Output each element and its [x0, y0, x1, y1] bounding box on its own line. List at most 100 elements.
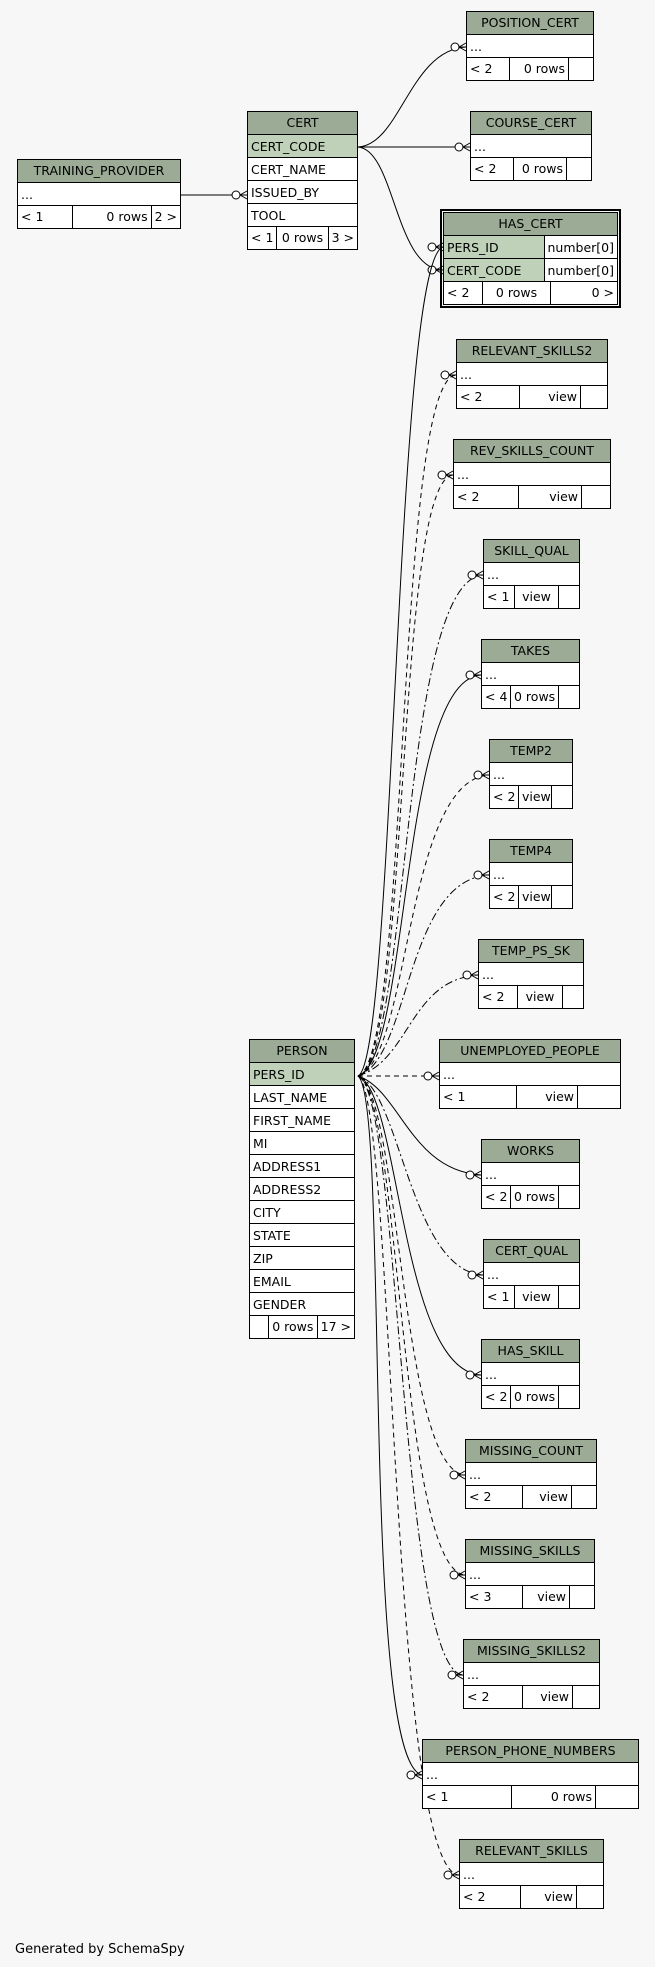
- edge-person-missing-skills2: [357, 1075, 464, 1676]
- row-count: 0 rows: [277, 227, 329, 249]
- parent-count[interactable]: < 1: [484, 1286, 515, 1308]
- table-person-phone-numbers[interactable]: PERSON_PHONE_NUMBERS ... < 1 0 rows: [422, 1739, 639, 1809]
- child-count[interactable]: [572, 1486, 596, 1508]
- parent-count[interactable]: < 2: [482, 1186, 511, 1208]
- edge-person-missing-count: [357, 1075, 466, 1476]
- parent-count[interactable]: < 4: [482, 686, 511, 708]
- column-row: CERT_NAME: [248, 158, 357, 181]
- table-title: RELEVANT_SKILLS: [460, 1840, 603, 1863]
- child-count[interactable]: [578, 1086, 620, 1108]
- child-count[interactable]: [581, 386, 607, 408]
- parent-count[interactable]: < 2: [454, 486, 519, 508]
- table-missing-skills[interactable]: MISSING_SKILLS ... < 3 view: [465, 1539, 595, 1609]
- parent-count[interactable]: < 1: [484, 586, 515, 608]
- column-row: ...: [482, 1163, 579, 1186]
- table-works[interactable]: WORKS ... < 2 0 rows: [481, 1139, 580, 1209]
- child-count[interactable]: 2 >: [154, 209, 177, 224]
- child-count[interactable]: [559, 1286, 579, 1308]
- column-row: ADDRESS2: [250, 1178, 354, 1201]
- column-row: ...: [482, 1363, 579, 1386]
- parent-count[interactable]: < 2: [479, 986, 518, 1008]
- parent-count[interactable]: < 1: [440, 1086, 517, 1108]
- table-takes[interactable]: TAKES ... < 4 0 rows: [481, 639, 580, 709]
- table-title: CERT_QUAL: [484, 1240, 579, 1263]
- child-count[interactable]: [559, 586, 579, 608]
- table-missing-count[interactable]: MISSING_COUNT ... < 2 view: [465, 1439, 597, 1509]
- child-count[interactable]: [570, 1586, 594, 1608]
- parent-count[interactable]: < 2: [466, 1486, 523, 1508]
- child-count[interactable]: [567, 158, 591, 180]
- edge-person-relevant-skills: [357, 1075, 460, 1876]
- child-count[interactable]: [573, 1686, 599, 1708]
- child-count[interactable]: [596, 1786, 638, 1808]
- column-row: PERS_ID: [250, 1063, 354, 1086]
- parent-count[interactable]: < 2: [490, 786, 519, 808]
- column-row: TOOL: [248, 204, 357, 227]
- parent-count[interactable]: < 2: [467, 58, 510, 80]
- table-relevant-skills[interactable]: RELEVANT_SKILLS ... < 2 view: [459, 1839, 604, 1909]
- crows-foot-marker: [467, 570, 484, 580]
- table-footer: < 2 0 rows: [471, 158, 591, 180]
- table-training-provider[interactable]: TRAINING_PROVIDER ... < 1 0 rows 2 >: [17, 159, 181, 229]
- table-unemployed-people[interactable]: UNEMPLOYED_PEOPLE ... < 1 view: [439, 1039, 621, 1109]
- column-row: ZIP: [250, 1247, 354, 1270]
- child-count[interactable]: [559, 1386, 579, 1408]
- parent-count[interactable]: < 2: [444, 282, 483, 304]
- parent-count[interactable]: [250, 1316, 269, 1338]
- child-count[interactable]: [582, 486, 610, 508]
- crows-foot-marker: [450, 42, 467, 52]
- table-skill-qual[interactable]: SKILL_QUAL ... < 1 view: [483, 539, 580, 609]
- column-row: ...: [484, 1263, 579, 1286]
- parent-count[interactable]: < 2: [457, 386, 520, 408]
- column-row: ...: [440, 1063, 620, 1086]
- child-count[interactable]: [563, 986, 583, 1008]
- child-count[interactable]: [559, 1186, 579, 1208]
- table-temp2[interactable]: TEMP2 ... < 2 view: [489, 739, 573, 809]
- table-person[interactable]: PERSON PERS_ID LAST_NAME FIRST_NAME MI A…: [249, 1039, 355, 1339]
- parent-count[interactable]: < 3: [466, 1586, 523, 1608]
- table-has-cert[interactable]: HAS_CERT PERS_ID number[0] CERT_CODE num…: [440, 209, 621, 308]
- parent-count[interactable]: < 2: [471, 158, 514, 180]
- table-temp4[interactable]: TEMP4 ... < 2 view: [489, 839, 573, 909]
- table-missing-skills2[interactable]: MISSING_SKILLS2 ... < 2 view: [463, 1639, 600, 1709]
- parent-count[interactable]: < 2: [460, 1886, 521, 1908]
- parent-count[interactable]: < 1: [423, 1786, 512, 1808]
- table-rev-skills-count[interactable]: REV_SKILLS_COUNT ... < 2 view: [453, 439, 611, 509]
- row-count: 0 rows: [483, 282, 551, 304]
- parent-count[interactable]: < 2: [482, 1386, 511, 1408]
- table-has-skill[interactable]: HAS_SKILL ... < 2 0 rows: [481, 1339, 580, 1409]
- table-footer: < 2 view: [490, 886, 572, 908]
- table-title: HAS_CERT: [444, 213, 617, 236]
- parent-count[interactable]: < 1: [18, 206, 73, 228]
- crows-foot-marker: [473, 770, 490, 780]
- row-count: 0 rows: [510, 58, 569, 80]
- child-count[interactable]: [552, 786, 572, 808]
- table-cert[interactable]: CERT CERT_CODE CERT_NAME ISSUED_BY TOOL …: [247, 111, 358, 250]
- row-count: view: [519, 886, 552, 908]
- table-title: MISSING_COUNT: [466, 1440, 596, 1463]
- child-count[interactable]: 0 >: [591, 285, 614, 300]
- table-cert-qual[interactable]: CERT_QUAL ... < 1 view: [483, 1239, 580, 1309]
- child-count[interactable]: [577, 1886, 603, 1908]
- parent-count[interactable]: < 2: [464, 1686, 523, 1708]
- table-footer: < 2 0 rows: [482, 1186, 579, 1208]
- table-footer: 0 rows 17 >: [250, 1316, 354, 1338]
- column-row: ...: [457, 363, 607, 386]
- table-position-cert[interactable]: POSITION_CERT ... < 2 0 rows: [466, 11, 594, 81]
- table-relevant-skills2[interactable]: RELEVANT_SKILLS2 ... < 2 view: [456, 339, 608, 409]
- parent-count[interactable]: < 1: [248, 227, 278, 249]
- parent-count[interactable]: < 2: [490, 886, 519, 908]
- table-title: TRAINING_PROVIDER: [18, 160, 180, 183]
- child-count[interactable]: [552, 886, 572, 908]
- child-count[interactable]: [559, 686, 579, 708]
- table-temp-ps-sk[interactable]: TEMP_PS_SK ... < 2 view: [478, 939, 584, 1009]
- table-footer: < 1 0 rows: [423, 1786, 638, 1808]
- row-count: 0 rows: [512, 1786, 596, 1808]
- child-count[interactable]: 3 >: [331, 230, 354, 245]
- child-count[interactable]: [569, 58, 593, 80]
- crows-foot-marker: [467, 1270, 484, 1280]
- table-course-cert[interactable]: COURSE_CERT ... < 2 0 rows: [470, 111, 592, 181]
- table-footer: < 1 view: [440, 1086, 620, 1108]
- child-count[interactable]: 17 >: [320, 1319, 351, 1334]
- table-title: PERSON_PHONE_NUMBERS: [423, 1740, 638, 1763]
